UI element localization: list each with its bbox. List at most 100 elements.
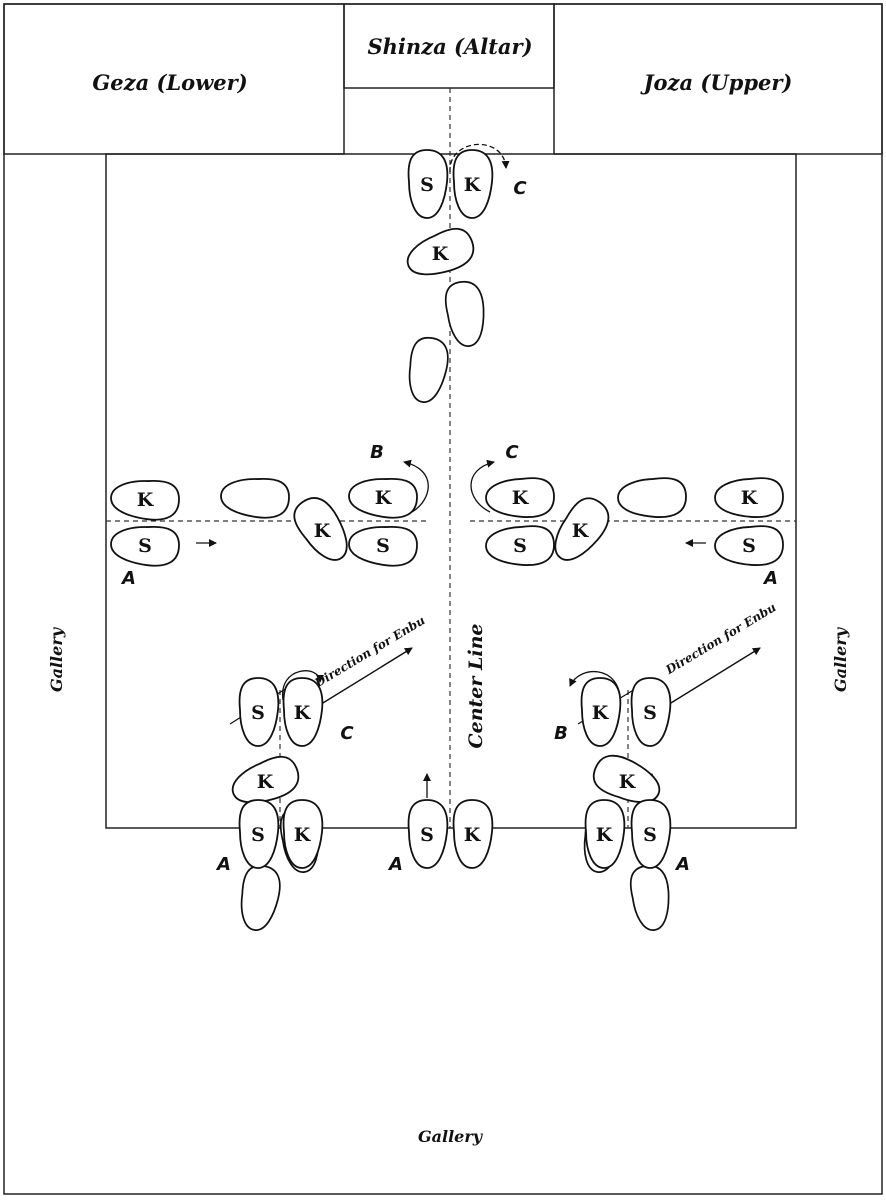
footprint-outline [407,799,449,869]
gallery-right-label: Gallery [831,626,850,692]
footprint-outline [282,677,324,747]
footprint-outline [282,799,324,869]
kage-letter: K [314,520,332,542]
footprint-outline [238,677,280,747]
kage-letter: K [572,520,590,542]
foot-k-bottom-right-diagonal: K [592,754,661,803]
kage-letter: K [512,487,530,509]
footprint-outline [406,227,475,276]
footprint-outline [630,677,672,747]
foot-k-top: K [452,149,494,219]
footprint-outline [630,799,672,869]
footprint-outline [408,336,449,403]
footprint-outline [238,799,280,869]
footprint-outline [110,525,180,567]
footprint-outline [714,477,784,518]
foot-k-top-diagonal: K [406,227,475,276]
shite-letter: S [251,702,265,724]
geza-label: Geza (Lower) [92,70,247,95]
direction-arrow-left [317,647,413,707]
footprint-outline [714,525,784,566]
marker-a-bottom-right: A [674,854,690,875]
foot-s-a-left: S [238,799,280,869]
gallery-bottom-label: Gallery [418,1127,484,1146]
footprint-outline [580,677,622,747]
foot-k-right-diagonal: K [554,497,610,561]
kage-letter: K [464,824,482,846]
center-line-label: Center Line [465,624,487,749]
dojo-floor [105,153,797,829]
footprint-outline [240,864,281,931]
turn-arrow-mid-left [403,459,429,513]
footprint-outline [592,754,661,803]
foot-k-a-left: K [282,799,324,869]
shite-letter: S [643,702,657,724]
kage-letter: K [619,771,637,793]
marker-b-mid: B [370,442,384,463]
foot-k-left-diagonal: K [293,497,348,561]
foot-k-right-1: K [485,477,555,518]
direction-label-right: Direction for Enbu [663,600,779,677]
footprint-outline [485,525,555,566]
foot-s-right-3: S [714,525,784,566]
footprint-outline [231,755,300,804]
marker-c-top: C [513,178,527,199]
footprint-outline [348,477,418,519]
shite-letter: S [376,535,390,557]
footprint-outline [485,477,555,518]
foot-k-bottom-left: K [282,677,324,747]
marker-b-bottom-right: B [554,723,568,744]
foot-s-bottom-right: S [630,677,672,747]
foot-blank-bottom-right-2 [629,864,670,931]
shite-letter: S [643,824,657,846]
shite-letter: S [742,535,756,557]
kage-letter: K [257,771,275,793]
kage-letter: K [741,487,759,509]
shite-letter: S [513,535,527,557]
turn-arrow-bottom-left [282,670,324,701]
foot-s-bottom-left: S [238,677,280,747]
foot-s-a-right: S [630,799,672,869]
footprint-outline [617,477,687,518]
foot-k-a-center: K [452,799,494,869]
guide-lines [106,88,796,828]
foot-k-a-right: K [584,799,626,869]
gallery-left-label: Gallery [47,626,66,692]
foot-k-bottom-left-diagonal: K [231,755,300,804]
foot-k-left-1: K [110,479,180,521]
foot-blank-bottom-left-2 [240,864,281,931]
turn-arrow-top [449,143,510,173]
foot-k-bottom-right: K [580,677,622,747]
marker-a-bottom-center: A [387,854,403,875]
turn-arrow-mid-right [470,459,495,513]
foot-k-right-3: K [714,477,784,518]
kage-letter: K [375,487,393,509]
footprint-outline [452,149,494,219]
marker-c-bottom-left: C [340,723,354,744]
foot-s-left-1: S [110,525,180,567]
footprint-outline [220,477,290,519]
shite-letter: S [420,824,434,846]
footprint-outline [407,149,449,219]
kage-letter: K [464,174,482,196]
footprint-outline [554,497,610,561]
foot-s-right-1: S [485,525,555,566]
footprint-outline [293,497,348,561]
kage-letter: K [137,489,155,511]
kage-letter: K [592,702,610,724]
footprint-outline [444,280,485,347]
direction-arrow-right [665,647,761,707]
kage-letter: K [596,824,614,846]
foot-blank-left-2 [220,477,290,519]
marker-a-right: A [762,568,778,589]
marker-a-bottom-left: A [215,854,231,875]
shite-letter: S [420,174,434,196]
footprint-outline [348,525,418,567]
joza-label: Joza (Upper) [640,70,793,95]
foot-k-left-3: K [348,477,418,519]
foot-blank-top-1 [444,280,485,347]
kage-letter: K [294,824,312,846]
